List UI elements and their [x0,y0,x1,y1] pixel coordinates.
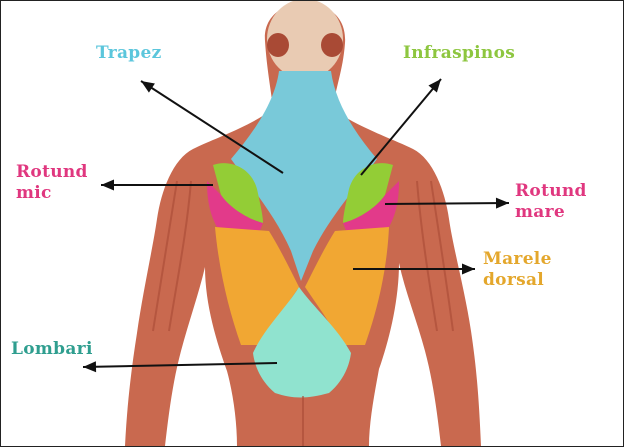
right-arm-striation-2 [416,180,438,332]
label-infraspinos: Infraspinos [403,43,515,64]
arrow-rotund-mic [101,179,213,191]
label-rotund-mare-line2: mare [515,202,565,222]
trapez-region [231,71,377,281]
label-rotund-mic: Rotund mic [16,162,88,204]
head [267,1,343,79]
label-infraspinos-text: Infraspinos [403,43,516,63]
pointer-arrows [82,78,510,373]
label-trapez: Trapez [96,43,162,64]
label-marele-dorsal: Marele dorsal [483,249,552,291]
infraspinos-right-region [343,163,393,223]
right-ear [321,33,343,57]
label-lombari-text: Lombari [11,339,93,359]
marele-dorsal-right-region [305,227,389,345]
label-rotund-mic-line1: Rotund [16,162,88,182]
label-marele-dorsal-line2: dorsal [483,270,545,290]
arrow-lombari [82,361,278,373]
left-ear [267,33,289,57]
rotund-right-region [343,181,399,233]
label-lombari: Lombari [11,339,93,360]
lombari-region [253,287,351,398]
label-rotund-mic-line2: mic [16,183,52,203]
left-arm-striation [152,180,178,332]
arrow-rotund-mare [384,197,510,209]
label-trapez-text: Trapez [96,43,162,63]
arrow-infraspinos [360,78,442,176]
label-marele-dorsal-line1: Marele [483,249,552,269]
label-rotund-mare-line1: Rotund [515,181,587,201]
right-arm-striation [430,180,454,332]
arrow-trapez [140,80,284,174]
infraspinos-left-region [213,163,263,223]
left-arm-striation-2 [168,180,192,332]
rotund-left-region [207,181,263,233]
arrow-marele-dorsal [353,263,475,275]
label-rotund-mare: Rotund mare [515,181,587,223]
